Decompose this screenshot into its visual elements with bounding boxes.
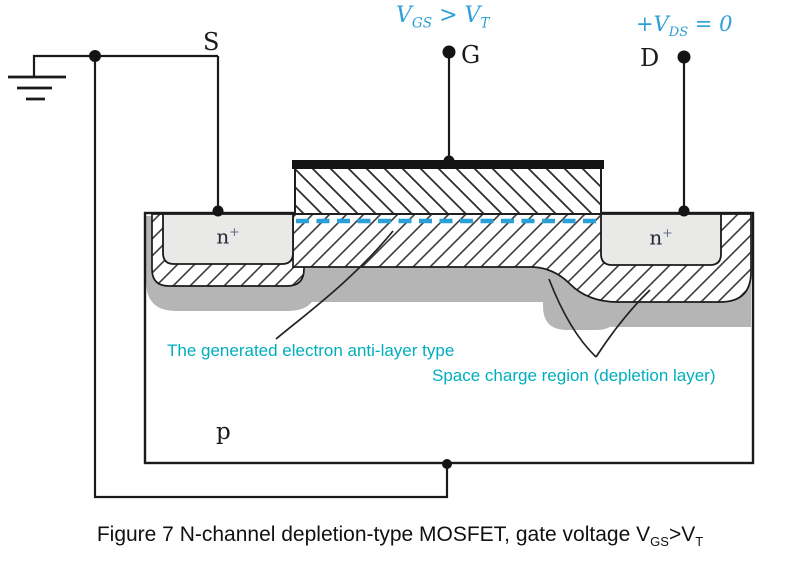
n-plus-region-right — [600, 213, 722, 266]
vds-v: +V — [636, 12, 669, 36]
substrate-return-wire — [93, 56, 449, 499]
space-charge-leader-right — [595, 289, 651, 358]
source-contact-dot — [212, 205, 224, 217]
space-charge-leader-left — [548, 278, 597, 358]
caption-sub-t: T — [695, 534, 704, 550]
gate-oxide — [294, 167, 602, 215]
drain-contact-dot — [678, 205, 690, 217]
vgs-operator: > — [432, 3, 465, 28]
ground-junction-dot — [89, 50, 101, 62]
annotation-leader-lines — [275, 230, 651, 358]
vgs-v: V — [396, 3, 412, 28]
gate-terminal-label: G — [461, 41, 481, 69]
vt-sub: T — [480, 15, 490, 32]
space-charge-annotation: Space charge region (depletion layer) — [432, 366, 716, 385]
caption-text: Figure 7 N-channel depletion-type MOSFET… — [96, 523, 651, 546]
n-plus-label-right: n+ — [601, 225, 721, 250]
drain-bias-label: +VDS = 0 — [636, 12, 732, 40]
ground-icon — [8, 75, 66, 101]
drain-terminal-label: D — [640, 44, 660, 72]
gate-metal-bar — [292, 160, 604, 169]
source-terminal-label: S — [203, 28, 220, 56]
vds-equals-zero: = 0 — [688, 12, 733, 36]
vds-sub: DS — [668, 25, 689, 41]
vgs-sub: GS — [411, 15, 433, 32]
connection-dots — [89, 45, 691, 469]
n-plus-region-left — [162, 213, 294, 265]
gate-bias-label: VGS > VT — [396, 3, 490, 31]
gate-node-dot — [442, 45, 456, 59]
caption-mid: >V — [668, 523, 696, 546]
substrate-label: p — [216, 419, 231, 445]
electron-layer-annotation: The generated electron anti-layer type — [167, 341, 455, 360]
circuit-wires — [32, 54, 686, 499]
substrate-contact-dot — [442, 459, 452, 469]
n-plus-right-base: n — [649, 225, 663, 250]
caption-sub-gs: GS — [650, 534, 669, 550]
n-plus-wells — [162, 213, 722, 266]
n-plus-label-left: n+ — [163, 224, 293, 249]
n-plus-right-sup: + — [662, 225, 673, 240]
source-wire — [32, 54, 220, 212]
n-plus-left-base: n — [216, 224, 230, 249]
figure-caption: Figure 7 N-channel depletion-type MOSFET… — [0, 523, 800, 549]
vt-v: V — [464, 3, 481, 28]
drain-node-dot — [677, 50, 691, 64]
electron-layer-leader-line — [275, 230, 394, 340]
n-plus-left-sup: + — [229, 224, 240, 239]
